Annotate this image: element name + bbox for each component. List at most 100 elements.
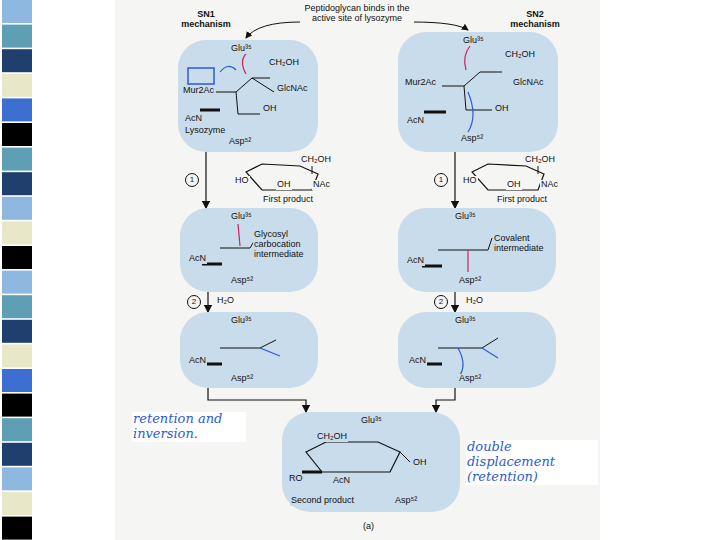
bond xyxy=(238,224,240,246)
bond xyxy=(220,238,256,248)
node-label: GlcNAc xyxy=(512,78,545,88)
strip-square xyxy=(2,369,32,392)
bond xyxy=(442,72,502,86)
chem-label: H₂O xyxy=(465,296,484,306)
node-label: Glu³⁵ xyxy=(360,416,383,426)
node-label: AcN xyxy=(332,476,351,486)
strip-square xyxy=(2,98,32,121)
mechanism-heading: SN2 mechanism xyxy=(506,10,564,30)
node-label: Glu³⁵ xyxy=(454,212,477,222)
bond xyxy=(236,92,260,114)
handwritten-note: retention and inversion. xyxy=(132,412,246,442)
bond xyxy=(438,338,498,348)
node-label: AcN xyxy=(188,356,207,366)
node-label: Mur2Ac xyxy=(404,78,437,88)
reaction-arrow xyxy=(454,292,455,312)
strip-square xyxy=(2,74,32,97)
node-label: Asp⁵² xyxy=(230,374,254,384)
bond xyxy=(220,66,236,72)
slide-strip xyxy=(2,0,32,540)
step-number: 1 xyxy=(185,173,199,187)
reaction-arrow xyxy=(454,152,455,208)
bond xyxy=(400,452,410,462)
chem-label: (a) xyxy=(362,522,375,532)
strip-square xyxy=(2,172,32,195)
node-label: Glu³⁵ xyxy=(462,36,485,46)
node-label: Glu³⁵ xyxy=(230,44,253,54)
node-label: Asp⁵² xyxy=(460,134,484,144)
node-label: Covalent intermediate xyxy=(493,234,553,254)
chem-label: First product xyxy=(496,195,548,205)
active-site: Glu³⁵CH₂OHMur2AcOHGlcNAcAcNAsp⁵² xyxy=(398,32,558,152)
bond xyxy=(200,109,220,112)
strip-square xyxy=(2,320,32,343)
node-label: CH₂OH xyxy=(504,50,536,60)
strip-square xyxy=(2,221,32,244)
bond xyxy=(242,52,248,74)
node-label: Glu³⁵ xyxy=(454,316,477,326)
strip-square xyxy=(2,0,32,23)
active-site: Glu³⁵ AcN Asp⁵² xyxy=(180,312,318,388)
bond xyxy=(216,78,270,92)
strip-square xyxy=(2,344,32,367)
step-number: 2 xyxy=(187,295,201,309)
chem-label: HO xyxy=(462,176,478,186)
bond xyxy=(188,68,214,84)
chem-label: CH₂OH xyxy=(300,155,332,165)
node-label: Glu³⁵ xyxy=(230,212,253,222)
strip-square xyxy=(2,394,32,417)
chem-label: CH₂OH xyxy=(524,155,556,165)
sugar-ring xyxy=(246,164,318,190)
reaction-arrow xyxy=(207,292,208,312)
node-label: Mur2Ac xyxy=(182,86,215,96)
strip-square xyxy=(2,295,32,318)
chem-label: H₂O xyxy=(216,296,235,306)
bond xyxy=(467,250,468,272)
bond xyxy=(464,86,492,110)
chem-label: First product xyxy=(262,195,314,205)
mechanism-heading: SN1 mechanism xyxy=(178,10,234,30)
strip-square xyxy=(2,123,32,146)
scanned-page xyxy=(115,0,600,540)
node-label: Glu³⁵ xyxy=(230,316,253,326)
node-label: CH₂OH xyxy=(316,432,348,442)
strip-square xyxy=(2,197,32,220)
node-label: Glycosyl carbocation intermediate xyxy=(253,230,315,260)
bond xyxy=(482,348,498,358)
active-site: Glu³⁵Glycosyl carbocation intermediateAc… xyxy=(180,208,318,292)
branch-arrow xyxy=(412,22,468,30)
reaction-arrow xyxy=(205,152,206,208)
strip-square xyxy=(2,246,32,269)
node-label: AcN xyxy=(406,256,425,266)
node-label: Asp⁵² xyxy=(394,496,418,506)
strip-square xyxy=(2,418,32,441)
strip-square xyxy=(2,25,32,48)
chem-label: OH xyxy=(506,180,522,190)
active-site: Glu³⁵ Covalent intermediateAcN Asp⁵² xyxy=(398,208,556,292)
bond xyxy=(302,471,322,474)
bond xyxy=(465,46,470,70)
active-site: Glu³⁵CH₂OHMur2AcOHGlcNAcAcNLysozymeAsp⁵² xyxy=(178,40,318,152)
strip-square xyxy=(2,49,32,72)
node-label: AcN xyxy=(188,254,207,264)
bond xyxy=(424,111,446,114)
bond xyxy=(260,348,280,356)
node-label: Asp⁵² xyxy=(228,137,252,147)
strip-square xyxy=(2,271,32,294)
node-label: Asp⁵² xyxy=(230,276,254,286)
reaction-arrow xyxy=(436,388,455,412)
node-label: Asp⁵² xyxy=(458,374,482,384)
bond xyxy=(220,340,276,348)
sugar-ring xyxy=(472,164,544,190)
chem-label: HO xyxy=(234,176,250,186)
reaction-arrow xyxy=(208,388,306,412)
node-label: GlcNAc xyxy=(276,84,309,94)
step-number: 1 xyxy=(434,173,448,187)
handwritten-note: double displacement (retention) xyxy=(466,440,598,485)
node-label: Asp⁵² xyxy=(458,276,482,286)
node-label: OH xyxy=(494,104,510,114)
chem-label: NAc xyxy=(540,180,559,190)
strip-square xyxy=(2,443,32,466)
chem-label: NAc xyxy=(312,180,331,190)
node-label: Second product xyxy=(290,496,355,506)
